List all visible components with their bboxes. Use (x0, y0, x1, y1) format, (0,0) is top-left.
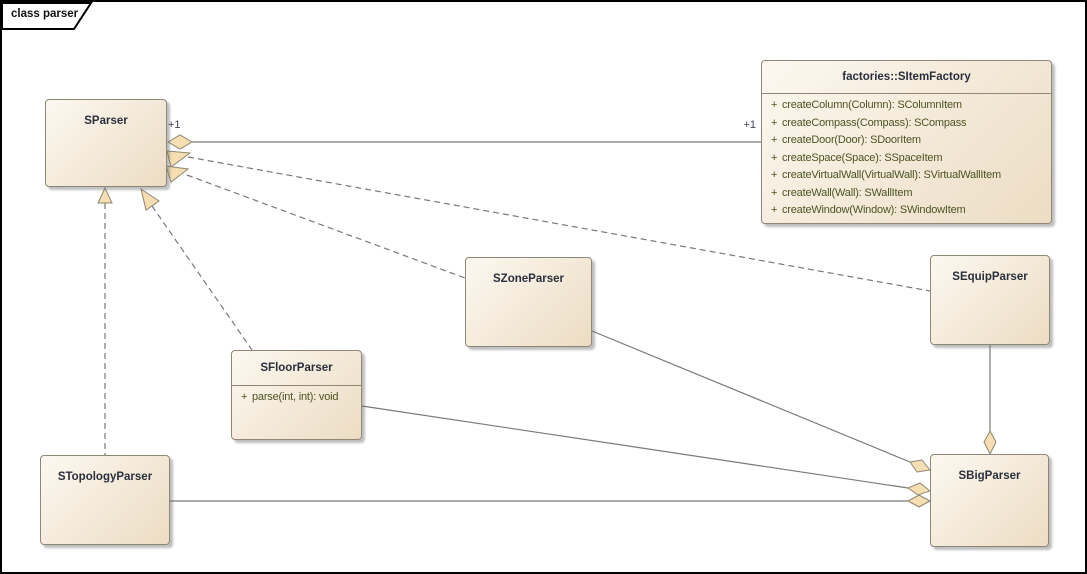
multiplicity-label-source: +1 (168, 119, 181, 131)
method-signature: parse(int, int): void (252, 391, 339, 403)
method-visibility: + (771, 116, 778, 129)
aggregation-diamond-icon (906, 494, 932, 508)
method-signature: createWall(Wall): SWallItem (782, 186, 913, 199)
aggregation-diamond-icon (983, 429, 997, 456)
edge-equip-realizes-parser (166, 150, 931, 292)
class-name: SFloorParser (232, 351, 361, 386)
class-name: SZoneParser (493, 273, 564, 285)
class-name: SEquipParser (952, 271, 1028, 283)
method-row: + createVirtualWall(VirtualWall): SVirtu… (762, 167, 1051, 185)
class-sfloorparser[interactable]: SFloorParser + parse(int, int): void (231, 350, 362, 440)
method-signature: createCompass(Compass): SCompass (782, 116, 967, 129)
class-name: SBigParser (958, 470, 1021, 482)
frame-tab-label: class parser (11, 8, 79, 20)
realization-triangle-icon (166, 150, 192, 168)
class-name: factories::SItemFactory (762, 61, 1051, 94)
edge-parser-aggregates-factory (167, 134, 761, 150)
method-visibility: + (771, 204, 778, 216)
edge-zone-realizes-parser (165, 165, 466, 279)
method-signature: createVirtualWall(VirtualWall): SVirtual… (782, 169, 1002, 181)
edge-big-aggregates-zone (591, 330, 931, 473)
aggregation-diamond-icon (909, 459, 931, 473)
method-visibility: + (771, 186, 778, 199)
class-sbigparser[interactable]: SBigParser (930, 454, 1049, 547)
edge-topology-realizes-parser (97, 186, 113, 455)
multiplicity-label-target: +1 (743, 119, 756, 131)
method-row: + createWindow(Window): SWindowItem (762, 202, 1051, 220)
class-szoneparser[interactable]: SZoneParser (465, 257, 592, 347)
method-visibility: + (771, 99, 778, 111)
method-row: + createDoor(Door): SDoorItem (762, 132, 1051, 150)
edge-floor-realizes-parser (140, 187, 253, 351)
aggregation-diamond-icon (167, 134, 193, 150)
method-compartment: + createColumn(Column): SColumnItem + cr… (762, 94, 1051, 220)
class-name: SParser (84, 115, 128, 127)
class-name: STopologyParser (57, 471, 153, 483)
realization-line[interactable] (151, 205, 253, 351)
frame-tab-shape (2, 2, 93, 30)
realization-triangle-icon (165, 165, 190, 183)
method-visibility: + (771, 134, 778, 146)
class-stopologyparser[interactable]: STopologyParser (40, 455, 170, 545)
method-visibility: + (771, 151, 778, 164)
method-signature: createWindow(Window): SWindowItem (782, 204, 966, 216)
edge-big-aggregates-floor (361, 405, 932, 496)
method-signature: createColumn(Column): SColumnItem (782, 99, 962, 111)
method-row: + createSpace(Space): SSpaceItem (762, 150, 1051, 168)
edge-big-aggregates-topology (170, 494, 932, 508)
aggregation-line[interactable] (361, 405, 909, 489)
class-sitemfactory[interactable]: factories::SItemFactory + createColumn(C… (761, 60, 1052, 224)
frame-tab (2, 2, 93, 30)
method-signature: createDoor(Door): SDoorItem (782, 134, 921, 146)
realization-triangle-icon (140, 187, 160, 211)
realization-line[interactable] (187, 156, 931, 292)
class-sparser[interactable]: SParser (45, 99, 167, 187)
method-visibility: + (771, 169, 778, 181)
realization-triangle-icon (97, 186, 113, 204)
class-sequipparser[interactable]: SEquipParser (930, 255, 1050, 345)
method-visibility: + (241, 391, 248, 403)
method-row: + parse(int, int): void (232, 389, 361, 407)
method-row: + createWall(Wall): SWallItem (762, 185, 1051, 203)
method-row: + createColumn(Column): SColumnItem (762, 97, 1051, 115)
aggregation-line[interactable] (591, 330, 911, 463)
method-compartment: + parse(int, int): void (232, 386, 361, 407)
edge-big-aggregates-equip (983, 345, 997, 456)
method-row: + createCompass(Compass): SCompass (762, 115, 1051, 133)
realization-line[interactable] (186, 174, 466, 279)
method-signature: createSpace(Space): SSpaceItem (782, 151, 943, 164)
aggregation-diamond-icon (906, 482, 932, 496)
